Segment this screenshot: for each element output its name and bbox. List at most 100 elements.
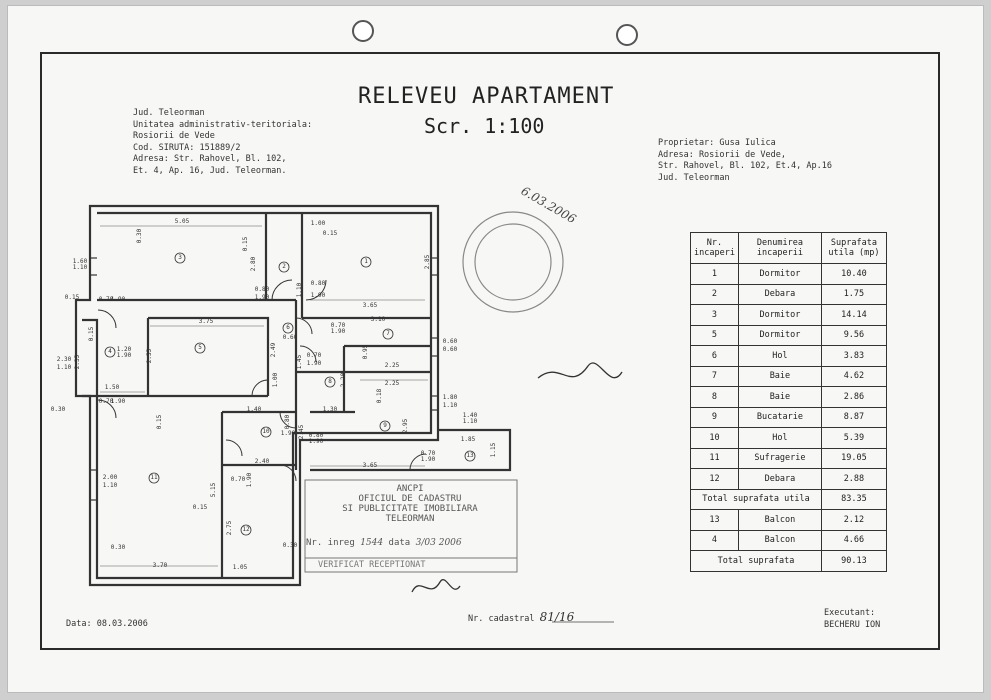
dimension-label: 0.15 — [88, 326, 95, 342]
dimension-label: 0.60 — [282, 334, 298, 341]
dimension-label: 1.90 — [246, 472, 253, 488]
dimension-label: 2.55 — [146, 348, 153, 364]
room-number-label: 1 — [364, 258, 368, 265]
signature-marks — [411, 362, 623, 593]
dimension-label: 1.10 — [442, 402, 458, 409]
dimension-label: 1.05 — [232, 564, 248, 571]
room-number-label: 13 — [466, 452, 474, 459]
dimension-label: 1.85 — [460, 436, 476, 443]
room-number-label: 2 — [282, 263, 286, 270]
room-number-label: 8 — [328, 378, 332, 385]
col-header-area: Suprafata utila (mp) — [820, 232, 887, 264]
dimension-label: 2.95 — [402, 418, 409, 434]
col-header-name: Denumirea incaperii — [737, 232, 822, 264]
owner-line: Jud. Teleorman — [658, 172, 730, 183]
stamp-nr-value: 1544 — [360, 538, 384, 548]
dimension-label: 0.80 — [284, 414, 291, 430]
total-value: 90.13 — [820, 550, 887, 572]
stamp-nr-label: Nr. inreg — [306, 538, 355, 548]
dimension-label: 1.90 — [110, 398, 126, 405]
dimension-label: 1.90 — [310, 292, 326, 299]
dimension-label: 1.90 — [116, 352, 132, 359]
dimension-label: 1.90 — [280, 430, 296, 437]
cadastral-number: Nr. cadastral 81/16 — [468, 610, 575, 626]
room-number-label: 4 — [108, 348, 112, 355]
dimension-label: 2.40 — [254, 458, 270, 465]
dimension-label: 1.90 — [306, 360, 322, 367]
dimension-label: 2.80 — [250, 256, 257, 272]
dimension-label: 2.75 — [226, 520, 233, 536]
dimension-label: 1.10 — [72, 264, 88, 271]
dimension-label: 2.45 — [298, 424, 305, 440]
location-line: Jud. Teleorman — [133, 108, 205, 118]
plan-windows — [90, 257, 438, 501]
col-header-nr: Nr. incaperi — [690, 232, 739, 264]
dimension-label: 1.30 — [322, 406, 338, 413]
dimension-label: 0.80 — [310, 280, 326, 287]
dimension-label: 1.15 — [490, 442, 497, 458]
dimension-label: 1.50 — [104, 384, 120, 391]
dimension-label: 5.15 — [210, 482, 217, 498]
executant-block: Executant: BECHERU ION — [824, 608, 880, 631]
location-block: Jud. Teleorman Unitatea administrativ-te… — [133, 108, 312, 177]
room-number-label: 7 — [386, 330, 390, 337]
document-title: RELEVEU APARTAMENT — [358, 84, 615, 109]
drawing-frame — [40, 52, 940, 650]
rooms-table: Nr. incaperi Denumirea incaperii Suprafa… — [690, 232, 887, 572]
dimension-label: 1.20 — [116, 346, 132, 353]
dimension-label: 0.30 — [50, 406, 66, 413]
dimension-label: 3.75 — [198, 318, 214, 325]
dimension-label: 1.80 — [442, 394, 458, 401]
room-number-label: 11 — [150, 474, 158, 481]
owner-line: Proprietar: Gusa Iulica — [658, 138, 776, 148]
dimension-label: 1.10 — [102, 482, 118, 489]
document-date: Data: 08.03.2006 — [66, 619, 148, 629]
location-line: Adresa: Str. Rahovel, Bl. 102, — [133, 154, 287, 164]
dimension-label: 0.70 — [230, 476, 246, 483]
dimension-label: 1.90 — [420, 456, 436, 463]
round-seal — [462, 211, 564, 313]
plan-dimension-lines — [100, 225, 428, 567]
dimension-label: 1.40 — [246, 406, 262, 413]
dimension-label: 0.70 — [420, 450, 436, 457]
room-number-label: 12 — [242, 526, 250, 533]
room-number-label: 10 — [262, 428, 270, 435]
dimension-label: 2.25 — [384, 380, 400, 387]
dimension-label: 3.65 — [362, 302, 378, 309]
dimension-label: 2.25 — [384, 362, 400, 369]
stamp-registration: Nr. inreg 1544 data 3/03 2006 — [306, 538, 462, 548]
dimension-label: 2.85 — [424, 254, 431, 270]
owner-line: Adresa: Rosiorii de Vede, — [658, 149, 786, 160]
owner-block: Proprietar: Gusa Iulica Adresa: Rosiorii… — [658, 138, 832, 184]
dimension-label: 1.10 — [56, 364, 72, 371]
total-label: Total suprafata — [690, 550, 822, 572]
dimension-label: 1.40 — [462, 412, 478, 419]
cadastral-value: 81/16 — [539, 610, 575, 624]
location-line: Et. 4, Ap. 16, Jud. Teleorman. — [133, 165, 287, 176]
room-number-label: 3 — [178, 254, 182, 261]
stamp-box — [304, 479, 518, 573]
dimension-label: 0.95 — [362, 344, 369, 360]
dimension-label: 2.49 — [270, 342, 277, 358]
dimension-label: 1.90 — [254, 294, 270, 301]
dimension-label: 1.90 — [308, 438, 324, 445]
dimension-label: 0.15 — [156, 414, 163, 430]
room-markers — [104, 252, 476, 536]
cadastre-stamp: ANCPI OFICIUL DE CADASTRU SI PUBLICITATE… — [305, 484, 515, 524]
punch-hole — [616, 24, 638, 46]
dimension-label: 1.10 — [296, 282, 303, 298]
stamp-line: TELEORMAN — [385, 514, 435, 524]
dimension-label: 0.80 — [254, 286, 270, 293]
executant-label: Executant: — [824, 608, 876, 618]
dimension-label: 2.20 — [340, 372, 347, 388]
dimension-label: 1.90 — [330, 328, 346, 335]
dimension-label: 0.60 — [442, 338, 458, 345]
room-number-label: 9 — [383, 422, 387, 429]
